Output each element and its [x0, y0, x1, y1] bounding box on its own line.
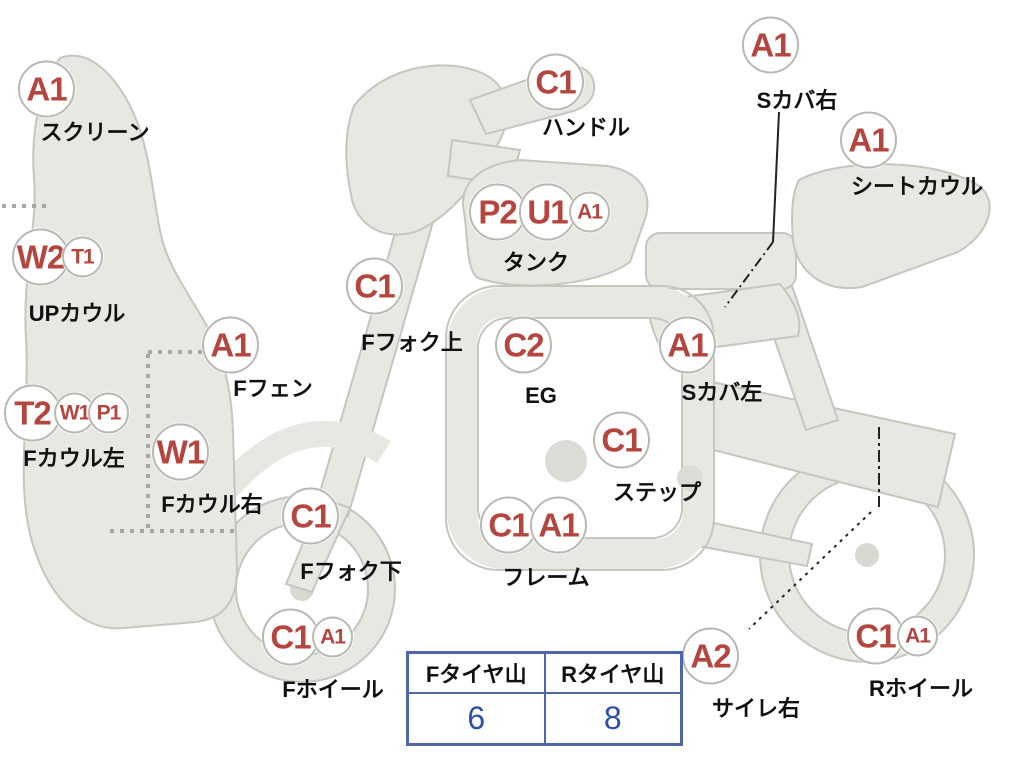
damage-code-badge: A1	[202, 316, 259, 374]
damage-code-badge: T1	[62, 236, 103, 278]
code-badge-group: C1	[282, 487, 339, 545]
part-label: スクリーン	[40, 120, 150, 145]
damage-code-badge: C1	[262, 608, 319, 666]
part-label: EG	[525, 383, 557, 408]
damage-code-badge: A1	[659, 316, 716, 374]
damage-code-badge: T2	[4, 384, 61, 442]
front-fender-shape	[216, 420, 391, 499]
part-label: サイレ右	[711, 696, 801, 721]
part-label: ハンドル	[541, 115, 631, 140]
damage-code-badge: C1	[346, 257, 403, 315]
damage-code-badge: A1	[840, 111, 897, 169]
rear-tire-tread-header: Rタイヤ山	[543, 651, 683, 694]
code-badge-group: A2	[682, 627, 739, 685]
part-label: シートカウル	[850, 174, 984, 199]
code-badge-group: A1	[840, 111, 897, 169]
damage-code-badge: W2	[12, 228, 69, 286]
damage-code-badge: A1	[569, 191, 610, 233]
damage-code-badge: W1	[152, 423, 209, 481]
part-label: タンク	[502, 250, 570, 275]
part-label: Fフェン	[233, 376, 313, 401]
damage-code-badge: A1	[312, 616, 353, 658]
part-label: Fカウル左	[23, 446, 125, 471]
part-label: Fカウル右	[161, 492, 263, 517]
damage-code-badge: C2	[495, 316, 552, 374]
damage-code-badge: P1	[88, 392, 129, 434]
part-label: フレーム	[502, 565, 590, 590]
damage-code-badge: C1	[527, 53, 584, 111]
damage-code-badge: A1	[742, 16, 799, 74]
damage-code-badge: C1	[593, 411, 650, 469]
code-badge-group: A1	[659, 316, 716, 374]
part-label: UPカウル	[28, 301, 126, 326]
damage-code-badge: C1	[282, 487, 339, 545]
part-label: Fフォク上	[361, 330, 463, 355]
code-badge-group: W1	[152, 423, 209, 481]
leader-lines	[724, 111, 880, 630]
tire-tread-table: Fタイヤ山 Rタイヤ山 6 8	[406, 651, 683, 746]
damage-code-badge: A1	[18, 60, 75, 118]
part-label: ステップ	[612, 480, 702, 505]
part-label: Sカバ右	[756, 88, 838, 113]
damage-code-badge: U1	[519, 183, 576, 241]
front-tire-tread-value: 6	[406, 691, 546, 746]
seat-base-shape	[645, 232, 797, 290]
part-label: Sカバ左	[681, 380, 763, 405]
damage-code-badge: C1	[847, 607, 904, 665]
part-label: Fフォク下	[300, 559, 402, 584]
code-badge-group: A1	[742, 16, 799, 74]
code-badge-group: C2	[495, 316, 552, 374]
damage-code-badge: A2	[682, 627, 739, 685]
rear-tire-tread-value: 8	[543, 691, 683, 746]
leader-line-s-cover-right	[772, 111, 780, 243]
tail-cowl-shape	[791, 163, 991, 289]
code-badge-group: C1	[527, 53, 584, 111]
code-badge-group: A1	[18, 60, 75, 118]
part-label: Fホイール	[282, 677, 384, 702]
code-badge-group: C1	[593, 411, 650, 469]
part-label: Rホイール	[869, 676, 973, 701]
damage-code-badge: C1	[480, 496, 537, 554]
damage-code-badge: W1	[54, 392, 95, 434]
damage-code-badge: P2	[469, 183, 526, 241]
code-badge-group: C1	[346, 257, 403, 315]
code-badge-group: A1	[202, 316, 259, 374]
damage-code-badge: A1	[530, 496, 587, 554]
front-tire-tread-header: Fタイヤ山	[406, 651, 546, 694]
damage-code-badge: A1	[897, 615, 938, 657]
